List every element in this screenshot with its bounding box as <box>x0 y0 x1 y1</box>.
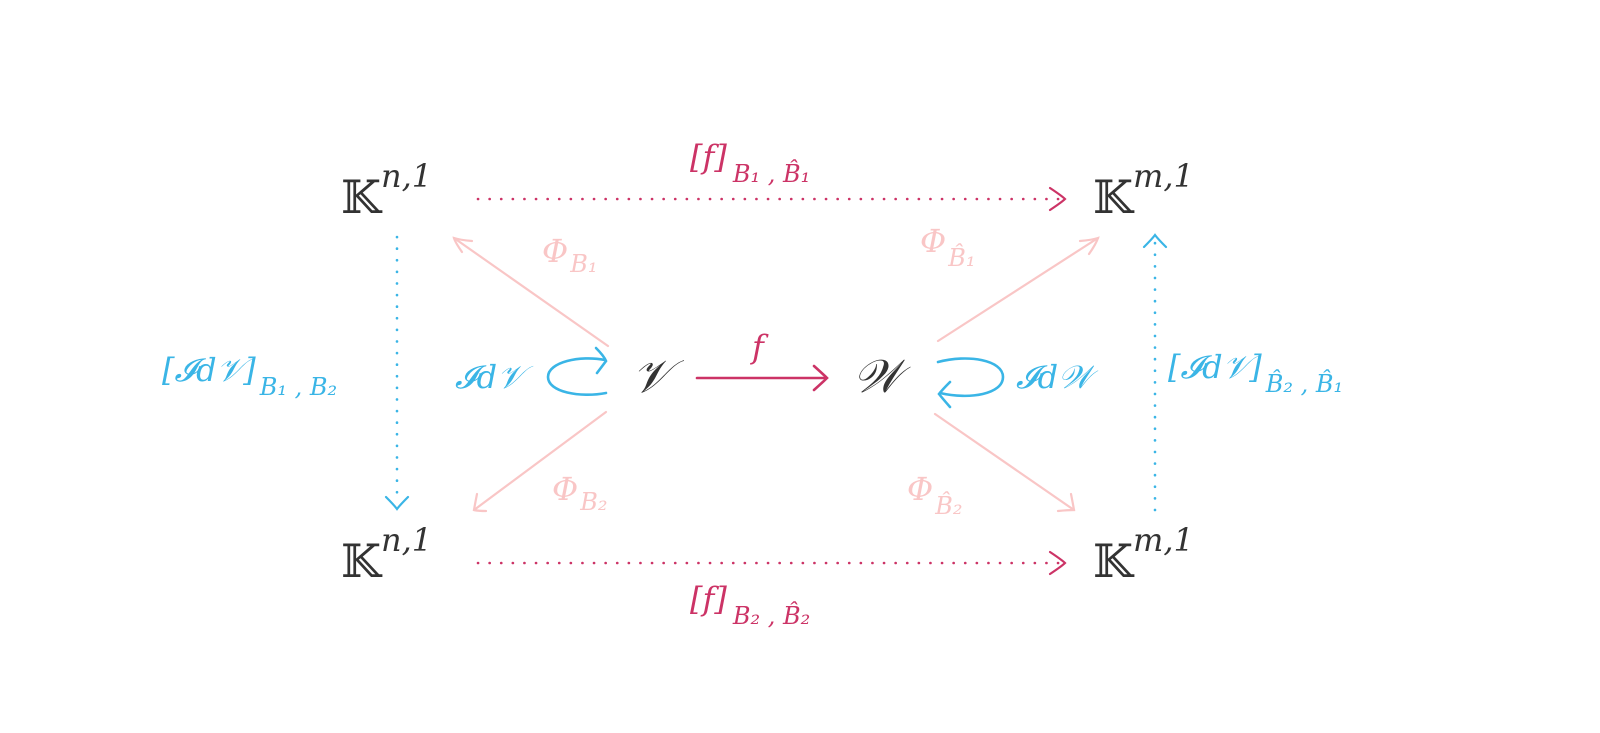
f-arrow <box>695 364 829 392</box>
label-loop-v: 𝓘d𝒱 <box>455 358 534 396</box>
id-left-arrow <box>384 235 410 511</box>
label-phi-b2: ΦB₂ <box>552 470 608 516</box>
f-top-arrow <box>476 186 1067 212</box>
phi-b1-arrow <box>452 236 610 348</box>
loop-v-arrow <box>546 346 608 397</box>
phi-hb1-arrow <box>936 236 1100 343</box>
phi-b2-arrow <box>472 410 608 513</box>
label-f: f <box>750 328 769 366</box>
node-km-bottom: 𝕂m,1 <box>1093 521 1194 588</box>
node-v: 𝒱 <box>632 349 685 403</box>
label-phi-b1: ΦB₁ <box>542 232 598 278</box>
label-id-left: [𝓘d𝒱]B₁ , B₂ <box>162 351 337 401</box>
label-loop-w: 𝓘d𝒲 <box>1016 358 1099 396</box>
node-kn-bottom: 𝕂n,1 <box>341 521 432 588</box>
label-f-bottom: [f]B₂ , B̂₂ <box>690 580 810 630</box>
loop-w-arrow <box>936 357 1005 409</box>
label-f-top: [f]B₁ , B̂₁ <box>690 138 810 188</box>
node-km-top: 𝕂m,1 <box>1093 157 1194 224</box>
phi-hb2-arrow <box>933 412 1076 513</box>
label-phi-hb2: ΦB̂₂ <box>907 470 963 520</box>
node-w: 𝒲 <box>853 349 911 403</box>
node-kn-top: 𝕂n,1 <box>341 157 432 224</box>
f-bottom-arrow <box>476 550 1067 576</box>
label-id-right: [𝓘d𝒱]B̂₂ , B̂₁ <box>1168 348 1343 398</box>
id-right-arrow <box>1142 233 1168 512</box>
label-phi-hb1: ΦB̂₁ <box>920 222 976 272</box>
